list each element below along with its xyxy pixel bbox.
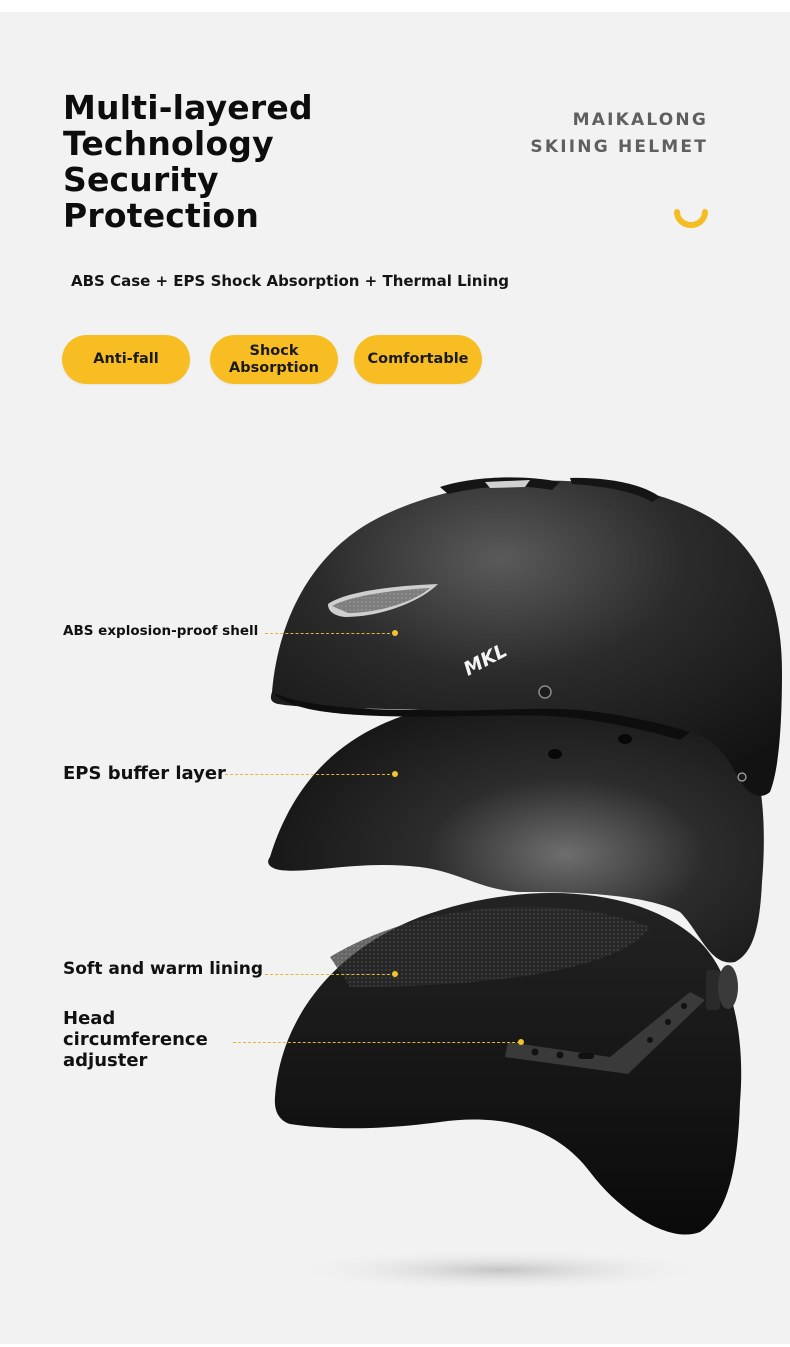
callout-dot-icon: [392, 771, 398, 777]
callout-leader-line: [265, 633, 395, 634]
feature-badge-shock-absorption: Shock Absorption: [210, 335, 338, 384]
callout-adjuster-line: circumference: [63, 1029, 208, 1050]
callout-leader-line: [265, 974, 395, 975]
smile-arc-icon: [674, 209, 708, 228]
subtitle: ABS Case + EPS Shock Absorption + Therma…: [71, 272, 510, 290]
feature-badge-label: Shock: [249, 342, 299, 359]
callout-leader-line: [225, 774, 395, 775]
headline-line: Protection: [63, 196, 260, 235]
callout-abs-shell: ABS explosion-proof shell: [63, 623, 259, 639]
feature-badge-label: Absorption: [229, 359, 319, 376]
callout-dot-icon: [392, 971, 398, 977]
brand-title: MAIKALONG SKIING HELMET: [530, 107, 708, 161]
headline-line: Security: [63, 160, 219, 199]
product-type: SKIING HELMET: [530, 137, 708, 157]
callout-dot-icon: [392, 630, 398, 636]
callout-lining: Soft and warm lining: [63, 959, 264, 979]
headline-line: Technology: [63, 124, 274, 163]
headline: Multi-layered Technology Security Protec…: [63, 90, 313, 234]
feature-badge-label: Anti-fall: [93, 351, 159, 367]
feature-badge-comfortable: Comfortable: [354, 335, 482, 384]
brand-name: MAIKALONG: [572, 110, 708, 130]
callout-adjuster: Head circumference adjuster: [63, 1008, 208, 1071]
callout-adjuster-line: Head: [63, 1008, 116, 1029]
helmet-exploded-view-image: MKL: [268, 477, 782, 1292]
callout-eps-layer: EPS buffer layer: [63, 763, 226, 784]
callout-leader-line: [233, 1042, 520, 1043]
feature-badge-anti-fall: Anti-fall: [62, 335, 190, 384]
feature-badge-label: Comfortable: [367, 351, 469, 367]
callout-dot-icon: [518, 1039, 524, 1045]
headline-line: Multi-layered: [63, 88, 313, 127]
product-poster: Multi-layered Technology Security Protec…: [0, 12, 790, 1344]
callout-adjuster-line: adjuster: [63, 1050, 148, 1071]
